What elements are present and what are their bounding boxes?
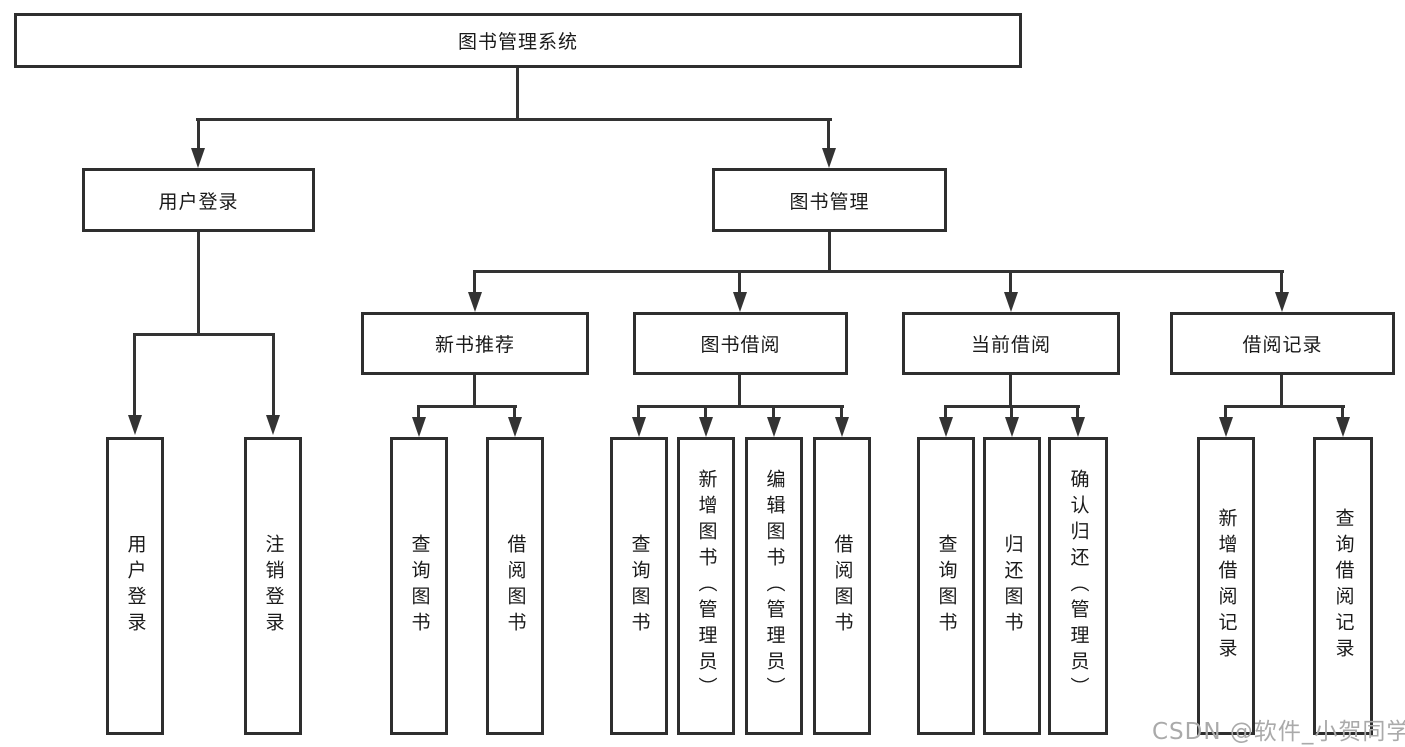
node-book-borrowing: 图书借阅 xyxy=(633,312,848,375)
connector-arrowhead xyxy=(412,417,426,437)
connector-vline xyxy=(133,333,136,417)
connector-vline xyxy=(1280,270,1283,294)
leaf-confirm-return-admin: 确认归还（管理员） xyxy=(1048,437,1108,735)
connector-arrowhead xyxy=(1275,292,1289,312)
connector-hline xyxy=(133,333,275,336)
connector-vline xyxy=(1224,405,1227,419)
connector-vline xyxy=(637,405,640,419)
node-borrowing-records-label: 借阅记录 xyxy=(1242,334,1323,356)
leaf-logout: 注销登录 xyxy=(244,437,302,735)
connector-vline xyxy=(197,118,200,150)
connector-vline xyxy=(473,375,476,407)
node-borrowing-records: 借阅记录 xyxy=(1170,312,1395,375)
connector-vline xyxy=(738,270,741,294)
leaf-logout-label: 注销登录 xyxy=(262,534,285,638)
node-book-management: 图书管理 xyxy=(712,168,947,232)
leaf-query-books-borrowing-label: 查询图书 xyxy=(628,534,651,638)
node-current-borrowing: 当前借阅 xyxy=(902,312,1120,375)
connector-vline xyxy=(738,375,741,407)
connector-arrowhead xyxy=(699,417,713,437)
connector-arrowhead xyxy=(508,417,522,437)
leaf-query-books-current-label: 查询图书 xyxy=(935,534,958,638)
connector-vline xyxy=(197,232,200,335)
node-root: 图书管理系统 xyxy=(14,13,1022,68)
leaf-query-borrow-record: 查询借阅记录 xyxy=(1313,437,1373,735)
connector-vline xyxy=(1076,405,1079,419)
leaf-borrow-books-borrowing-label: 借阅图书 xyxy=(831,534,854,638)
leaf-borrow-books-recommend: 借阅图书 xyxy=(486,437,544,735)
leaf-user-login: 用户登录 xyxy=(106,437,164,735)
connector-vline xyxy=(1009,375,1012,407)
connector-arrowhead xyxy=(1071,417,1085,437)
node-book-borrowing-label: 图书借阅 xyxy=(700,334,781,356)
leaf-borrow-books-recommend-label: 借阅图书 xyxy=(504,534,527,638)
node-root-label: 图书管理系统 xyxy=(457,31,578,53)
node-book-management-label: 图书管理 xyxy=(789,190,870,213)
leaf-query-borrow-record-label: 查询借阅记录 xyxy=(1332,508,1355,664)
watermark: CSDN @软件_小贺同学 xyxy=(1152,719,1405,745)
connector-arrowhead xyxy=(191,148,205,168)
connector-arrowhead xyxy=(266,415,280,435)
connector-vline xyxy=(417,405,420,419)
connector-vline xyxy=(828,232,831,273)
connector-arrowhead xyxy=(1219,417,1233,437)
leaf-return-books-label: 归还图书 xyxy=(1001,534,1024,638)
connector-hline xyxy=(1224,405,1345,408)
node-current-borrowing-label: 当前借阅 xyxy=(970,334,1051,356)
leaf-confirm-return-admin-label: 确认归还（管理员） xyxy=(1067,469,1090,703)
connector-arrowhead xyxy=(733,292,747,312)
connector-vline xyxy=(1341,405,1344,419)
leaf-add-books-admin-label: 新增图书（管理员） xyxy=(695,469,718,703)
connector-vline xyxy=(1280,375,1283,407)
connector-arrowhead xyxy=(822,148,836,168)
leaf-query-books-recommend-label: 查询图书 xyxy=(408,534,431,638)
leaf-borrow-books-borrowing: 借阅图书 xyxy=(813,437,871,735)
connector-hline xyxy=(417,405,517,408)
connector-vline xyxy=(513,405,516,419)
leaf-return-books: 归还图书 xyxy=(983,437,1041,735)
connector-vline xyxy=(840,405,843,419)
connector-hline xyxy=(637,405,844,408)
connector-hline xyxy=(473,270,1284,273)
connector-vline xyxy=(704,405,707,419)
connector-arrowhead xyxy=(835,417,849,437)
leaf-edit-books-admin: 编辑图书（管理员） xyxy=(745,437,803,735)
leaf-add-borrow-record: 新增借阅记录 xyxy=(1197,437,1255,735)
connector-arrowhead xyxy=(767,417,781,437)
connector-vline xyxy=(516,68,519,118)
connector-vline xyxy=(272,333,275,417)
connector-arrowhead xyxy=(1336,417,1350,437)
connector-vline xyxy=(1010,405,1013,419)
connector-hline xyxy=(196,118,832,121)
connector-arrowhead xyxy=(632,417,646,437)
connector-vline xyxy=(473,270,476,294)
connector-vline xyxy=(772,405,775,419)
leaf-user-login-label: 用户登录 xyxy=(124,534,147,638)
node-user-login-label: 用户登录 xyxy=(158,190,239,213)
connector-arrowhead xyxy=(1005,417,1019,437)
leaf-add-borrow-record-label: 新增借阅记录 xyxy=(1215,508,1238,664)
leaf-edit-books-admin-label: 编辑图书（管理员） xyxy=(763,469,786,703)
node-new-book-recommend-label: 新书推荐 xyxy=(434,334,515,356)
connector-arrowhead xyxy=(128,415,142,435)
leaf-query-books-borrowing: 查询图书 xyxy=(610,437,668,735)
leaf-query-books-current: 查询图书 xyxy=(917,437,975,735)
connector-vline xyxy=(827,118,830,150)
node-new-book-recommend: 新书推荐 xyxy=(361,312,589,375)
node-user-login: 用户登录 xyxy=(82,168,315,232)
connector-arrowhead xyxy=(1004,292,1018,312)
connector-arrowhead xyxy=(468,292,482,312)
connector-vline xyxy=(1009,270,1012,294)
connector-vline xyxy=(944,405,947,419)
leaf-query-books-recommend: 查询图书 xyxy=(390,437,448,735)
leaf-add-books-admin: 新增图书（管理员） xyxy=(677,437,735,735)
connector-arrowhead xyxy=(939,417,953,437)
